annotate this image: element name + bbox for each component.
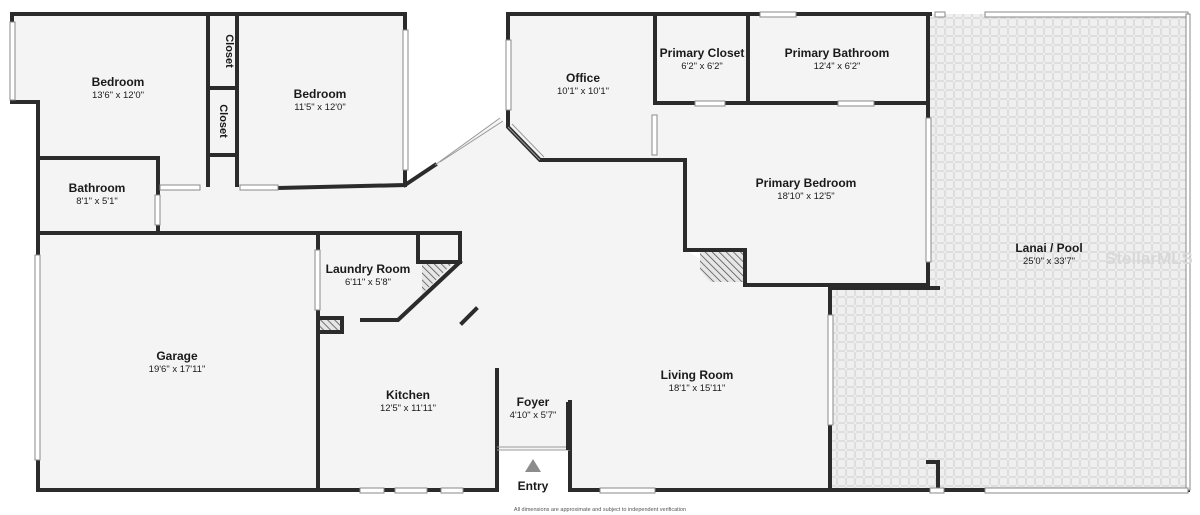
entry-label: Entry	[518, 479, 549, 493]
garage-dims: 19'6" x 17'11"	[149, 364, 206, 375]
closet-2-name: Closet	[217, 104, 229, 138]
entry-arrow-icon	[525, 459, 541, 472]
primary-bathroom-name: Primary Bathroom	[785, 46, 890, 60]
bathroom-dims: 8'1" x 5'1"	[76, 196, 118, 207]
bedroom-2-dims: 11'5" x 12'0"	[294, 102, 345, 113]
primary-closet-dims: 6'2" x 6'2"	[681, 61, 723, 72]
office-dims: 10'1" x 10'1"	[557, 86, 609, 97]
lanai-pool-name: Lanai / Pool	[1015, 241, 1082, 255]
primary-closet-name: Primary Closet	[660, 46, 745, 60]
closet-1-name: Closet	[223, 34, 235, 68]
living-room-dims: 18'1" x 15'11"	[669, 383, 726, 394]
laundry-room-dims: 6'11" x 5'8"	[345, 277, 391, 288]
foyer-dims: 4'10" x 5'7"	[510, 410, 557, 421]
lanai-pool-dims: 25'0" x 33'7"	[1023, 256, 1075, 267]
room-labels: Bedroom 13'6" x 12'0" Bedroom 11'5" x 12…	[69, 34, 1083, 421]
bedroom-2-name: Bedroom	[294, 87, 347, 101]
watermark: StellarMLS	[1105, 249, 1193, 268]
disclaimer: All dimensions are approximate and subje…	[514, 507, 686, 513]
office-name: Office	[566, 71, 600, 85]
windows-and-openings	[9, 11, 1191, 494]
foyer-name: Foyer	[517, 395, 550, 409]
garage-name: Garage	[156, 349, 198, 363]
primary-bathroom-dims: 12'4" x 6'2"	[814, 61, 861, 72]
kitchen-dims: 12'5" x 11'11"	[380, 403, 436, 414]
bedroom-1-dims: 13'6" x 12'0"	[92, 90, 144, 101]
bedroom-1-name: Bedroom	[92, 75, 145, 89]
entry-marker: Entry	[518, 459, 549, 493]
laundry-room-name: Laundry Room	[326, 262, 411, 276]
bathroom-name: Bathroom	[69, 181, 126, 195]
hatched-areas	[320, 252, 746, 332]
kitchen-name: Kitchen	[386, 388, 430, 402]
primary-bedroom-dims: 18'10" x 12'5"	[777, 191, 834, 202]
primary-bedroom-name: Primary Bedroom	[756, 176, 857, 190]
living-room-name: Living Room	[661, 368, 734, 382]
floor-fill	[12, 14, 1188, 490]
